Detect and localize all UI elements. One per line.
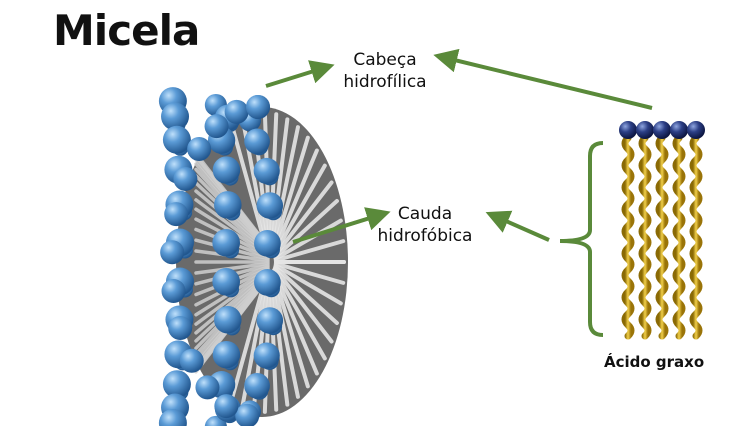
- fatty-acid-tail: [693, 138, 699, 336]
- head-label-line1: Cabeça: [325, 49, 445, 71]
- head-sphere: [160, 240, 184, 264]
- fatty-acid-head: [619, 121, 637, 139]
- head-sphere: [257, 307, 283, 333]
- head-sphere: [254, 342, 280, 368]
- head-sphere: [244, 129, 270, 155]
- fatty-acid-head: [636, 121, 654, 139]
- head-sphere: [163, 126, 191, 154]
- hydrophilic-head-label: Cabeça hidrofílica: [325, 49, 445, 93]
- head-sphere: [244, 373, 270, 399]
- head-sphere: [195, 375, 219, 399]
- head-sphere: [212, 268, 240, 296]
- head-sphere: [162, 279, 186, 303]
- fatty-acid-tail: [676, 138, 682, 336]
- head-sphere: [214, 394, 238, 418]
- fatty-acid-tail: [659, 138, 665, 336]
- fatty-acid-tail: [642, 138, 648, 336]
- arrow-fatty-to-tail: [490, 214, 549, 240]
- head-sphere: [164, 202, 188, 226]
- head-sphere: [213, 341, 240, 368]
- head-sphere: [257, 192, 283, 218]
- tail-label-line1: Cauda: [363, 203, 487, 225]
- head-sphere: [254, 269, 281, 296]
- micelle-structure: [159, 87, 348, 426]
- fatty-acid-tail: [625, 138, 631, 336]
- fatty-acid-head: [687, 121, 705, 139]
- head-sphere: [254, 158, 280, 184]
- head-sphere: [214, 306, 242, 334]
- arrow-micelle-to-head: [266, 66, 330, 86]
- head-sphere: [187, 137, 211, 161]
- head-sphere: [205, 114, 229, 138]
- tail-label-line2: hidrofóbica: [363, 225, 487, 247]
- head-sphere: [214, 191, 242, 219]
- fatty-acid-label: Ácido graxo: [604, 353, 704, 371]
- head-sphere: [225, 100, 249, 124]
- arrow-fatty-to-head: [438, 56, 652, 108]
- head-sphere: [213, 156, 240, 183]
- fatty-acid-head: [670, 121, 688, 139]
- head-sphere: [254, 230, 281, 257]
- fatty-acid-head: [653, 121, 671, 139]
- head-label-line2: hidrofílica: [325, 71, 445, 93]
- tail-brace: [560, 143, 603, 335]
- fatty-acid-molecules: [619, 121, 705, 336]
- hydrophobic-tail-label: Cauda hidrofóbica: [363, 203, 487, 247]
- head-sphere: [173, 167, 197, 191]
- head-sphere: [180, 349, 204, 373]
- head-sphere: [246, 95, 270, 119]
- head-sphere: [168, 316, 192, 340]
- head-sphere: [212, 229, 240, 257]
